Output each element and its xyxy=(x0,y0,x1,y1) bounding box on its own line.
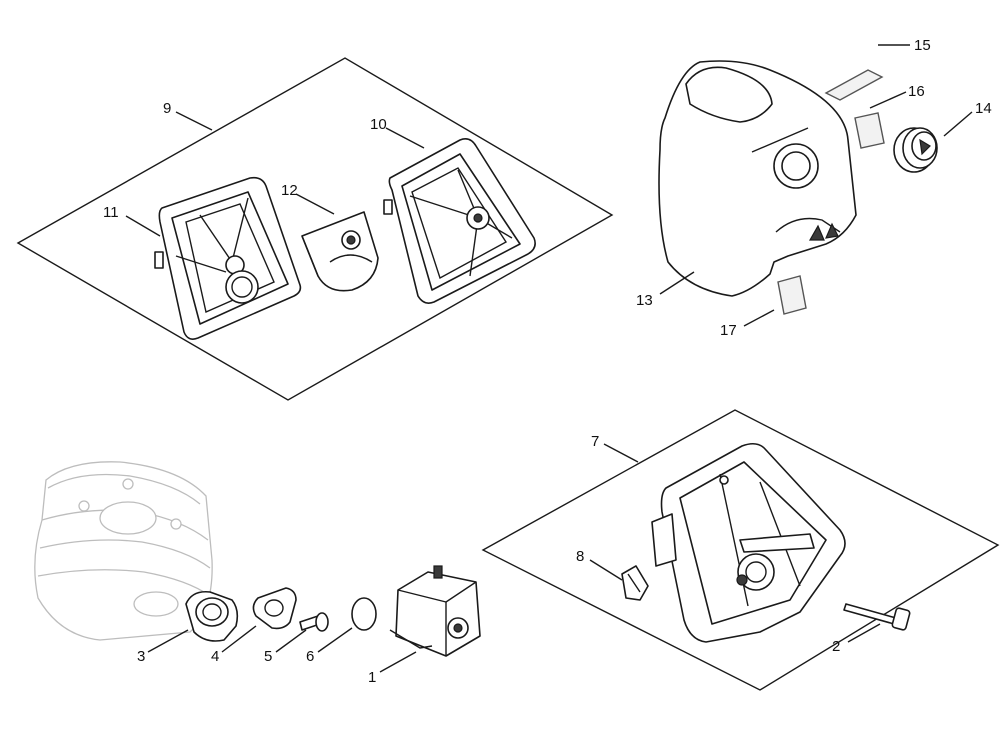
screw-part-5 xyxy=(299,612,329,632)
bolt-part-2 xyxy=(843,603,911,631)
callout-4: 4 xyxy=(211,648,219,665)
decal-part-17 xyxy=(777,275,807,315)
callout-14: 14 xyxy=(975,100,992,117)
callout-7: 7 xyxy=(591,433,599,450)
decal-part-16 xyxy=(854,112,885,149)
callout-16: 16 xyxy=(908,83,925,100)
callout-17: 17 xyxy=(720,322,737,339)
kit-7-platform xyxy=(481,409,1000,691)
kit-9-platform xyxy=(16,57,614,401)
ring-part-6 xyxy=(351,597,377,631)
intake-manifold-part-3 xyxy=(185,590,239,642)
knob-part-14 xyxy=(893,127,938,173)
callout-3: 3 xyxy=(137,648,145,665)
callout-15: 15 xyxy=(914,37,931,54)
carburetor-part-1 xyxy=(389,565,481,657)
callout-12: 12 xyxy=(281,182,298,199)
cylinder-ghost xyxy=(34,461,213,641)
callout-5: 5 xyxy=(264,648,272,665)
callout-11: 11 xyxy=(103,204,119,221)
cover-part-12 xyxy=(301,211,379,292)
filter-base-part-7 xyxy=(651,442,846,643)
air-filter-part-11 xyxy=(154,176,302,340)
decal-part-15 xyxy=(824,69,884,101)
callout-1: 1 xyxy=(368,669,376,686)
leader-lines xyxy=(125,44,973,673)
callout-2: 2 xyxy=(832,638,840,655)
callout-10: 10 xyxy=(370,116,387,133)
callout-6: 6 xyxy=(306,648,314,665)
top-cover-part-13 xyxy=(658,60,857,297)
air-filter-part-10 xyxy=(383,138,536,304)
callout-13: 13 xyxy=(636,292,653,309)
callout-8: 8 xyxy=(576,548,584,565)
clip-part-8 xyxy=(621,565,649,601)
gasket-part-4 xyxy=(252,587,297,630)
callout-9: 9 xyxy=(163,100,171,117)
